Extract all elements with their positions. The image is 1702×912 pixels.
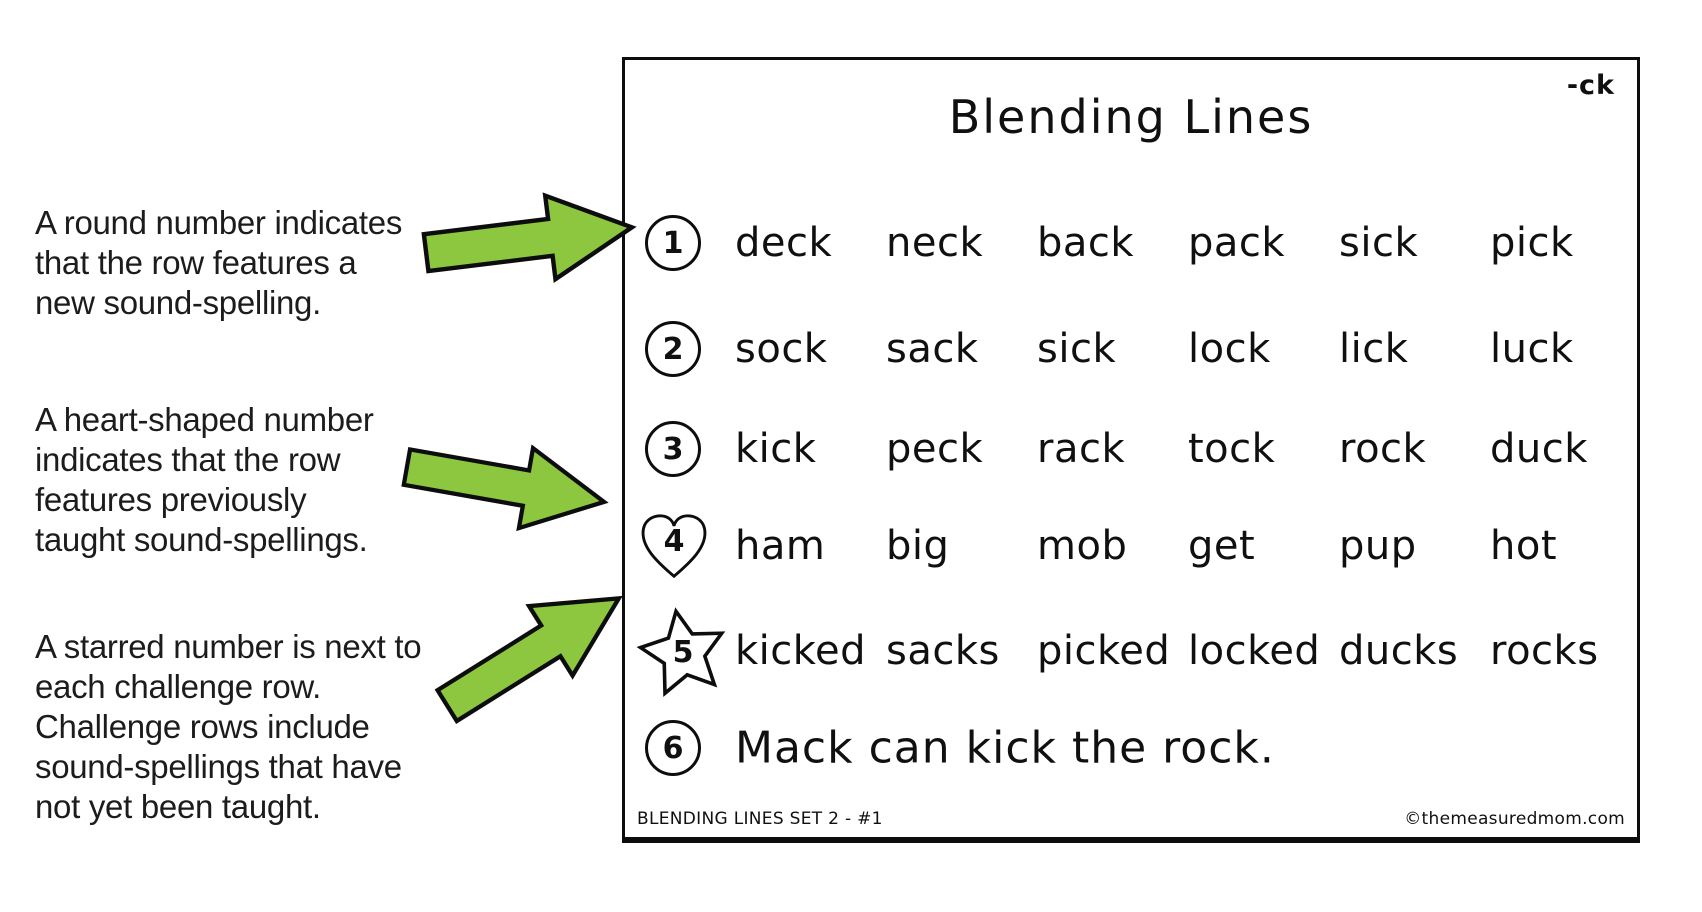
word-list: deck neck back pack sick pick (735, 220, 1641, 266)
word: sick (1339, 220, 1419, 266)
word: big (886, 523, 950, 569)
word: neck (886, 220, 984, 266)
word: pup (1339, 523, 1417, 569)
word: hot (1490, 523, 1558, 569)
word: lick (1339, 326, 1409, 372)
note-round-number: A round number indicates that the row fe… (35, 204, 403, 321)
sound-spelling-label: -ck (1566, 70, 1615, 101)
word: sack (886, 326, 979, 372)
word: ham (735, 523, 826, 569)
word-list: sock sack sick lock lick luck (735, 326, 1641, 372)
copyright-label: ©themeasuredmom.com (1404, 809, 1625, 829)
note-starred-number: A starred number is next to each challen… (35, 628, 422, 825)
row-number: 1 (662, 225, 684, 261)
word: ducks (1339, 628, 1459, 674)
arrow-to-row-1-icon (415, 183, 642, 297)
word-list: kicked sacks picked locked ducks rocks (735, 628, 1641, 674)
arrow-to-row-4-icon (392, 424, 618, 545)
word: pack (1188, 220, 1286, 266)
word: duck (1490, 426, 1588, 472)
word: peck (886, 426, 984, 472)
arrow-to-row-5-icon (421, 559, 646, 745)
row-number: 4 (663, 523, 685, 559)
word: back (1037, 220, 1135, 266)
word-list: kick peck rack tock rock duck (735, 426, 1641, 472)
word: deck (735, 220, 833, 266)
heart-number-marker: 4 (638, 511, 710, 581)
word: pick (1490, 220, 1574, 266)
star-number-marker: 5 (631, 601, 735, 701)
word: lock (1188, 326, 1271, 372)
round-number-marker: 6 (645, 720, 701, 776)
word: get (1188, 523, 1256, 569)
word: rocks (1490, 628, 1599, 674)
row-number: 2 (662, 331, 684, 367)
note-heart-number: A heart-shaped number indicates that the… (35, 401, 374, 558)
word: rack (1037, 426, 1126, 472)
word: sacks (886, 628, 1000, 674)
word: luck (1490, 326, 1574, 372)
round-number-marker: 2 (645, 321, 701, 377)
word: mob (1037, 523, 1128, 569)
row-number: 6 (662, 730, 684, 766)
word-list: ham big mob get pup hot (735, 523, 1641, 569)
worksheet-title: Blending Lines (948, 90, 1314, 144)
word: kicked (735, 628, 867, 674)
word: sock (735, 326, 828, 372)
word: picked (1037, 628, 1171, 674)
word: sick (1037, 326, 1117, 372)
row-number: 5 (672, 634, 694, 670)
challenge-sentence: Mack can kick the rock. (735, 722, 1275, 774)
word: kick (735, 426, 817, 472)
round-number-marker: 3 (645, 421, 701, 477)
word: tock (1188, 426, 1276, 472)
word: rock (1339, 426, 1427, 472)
worksheet-set-label: BLENDING LINES SET 2 - #1 (637, 809, 883, 829)
word: locked (1188, 628, 1321, 674)
row-number: 3 (662, 431, 684, 467)
round-number-marker: 1 (645, 215, 701, 271)
worksheet-card: -ck Blending Lines 1 deck neck back pack… (622, 57, 1640, 843)
